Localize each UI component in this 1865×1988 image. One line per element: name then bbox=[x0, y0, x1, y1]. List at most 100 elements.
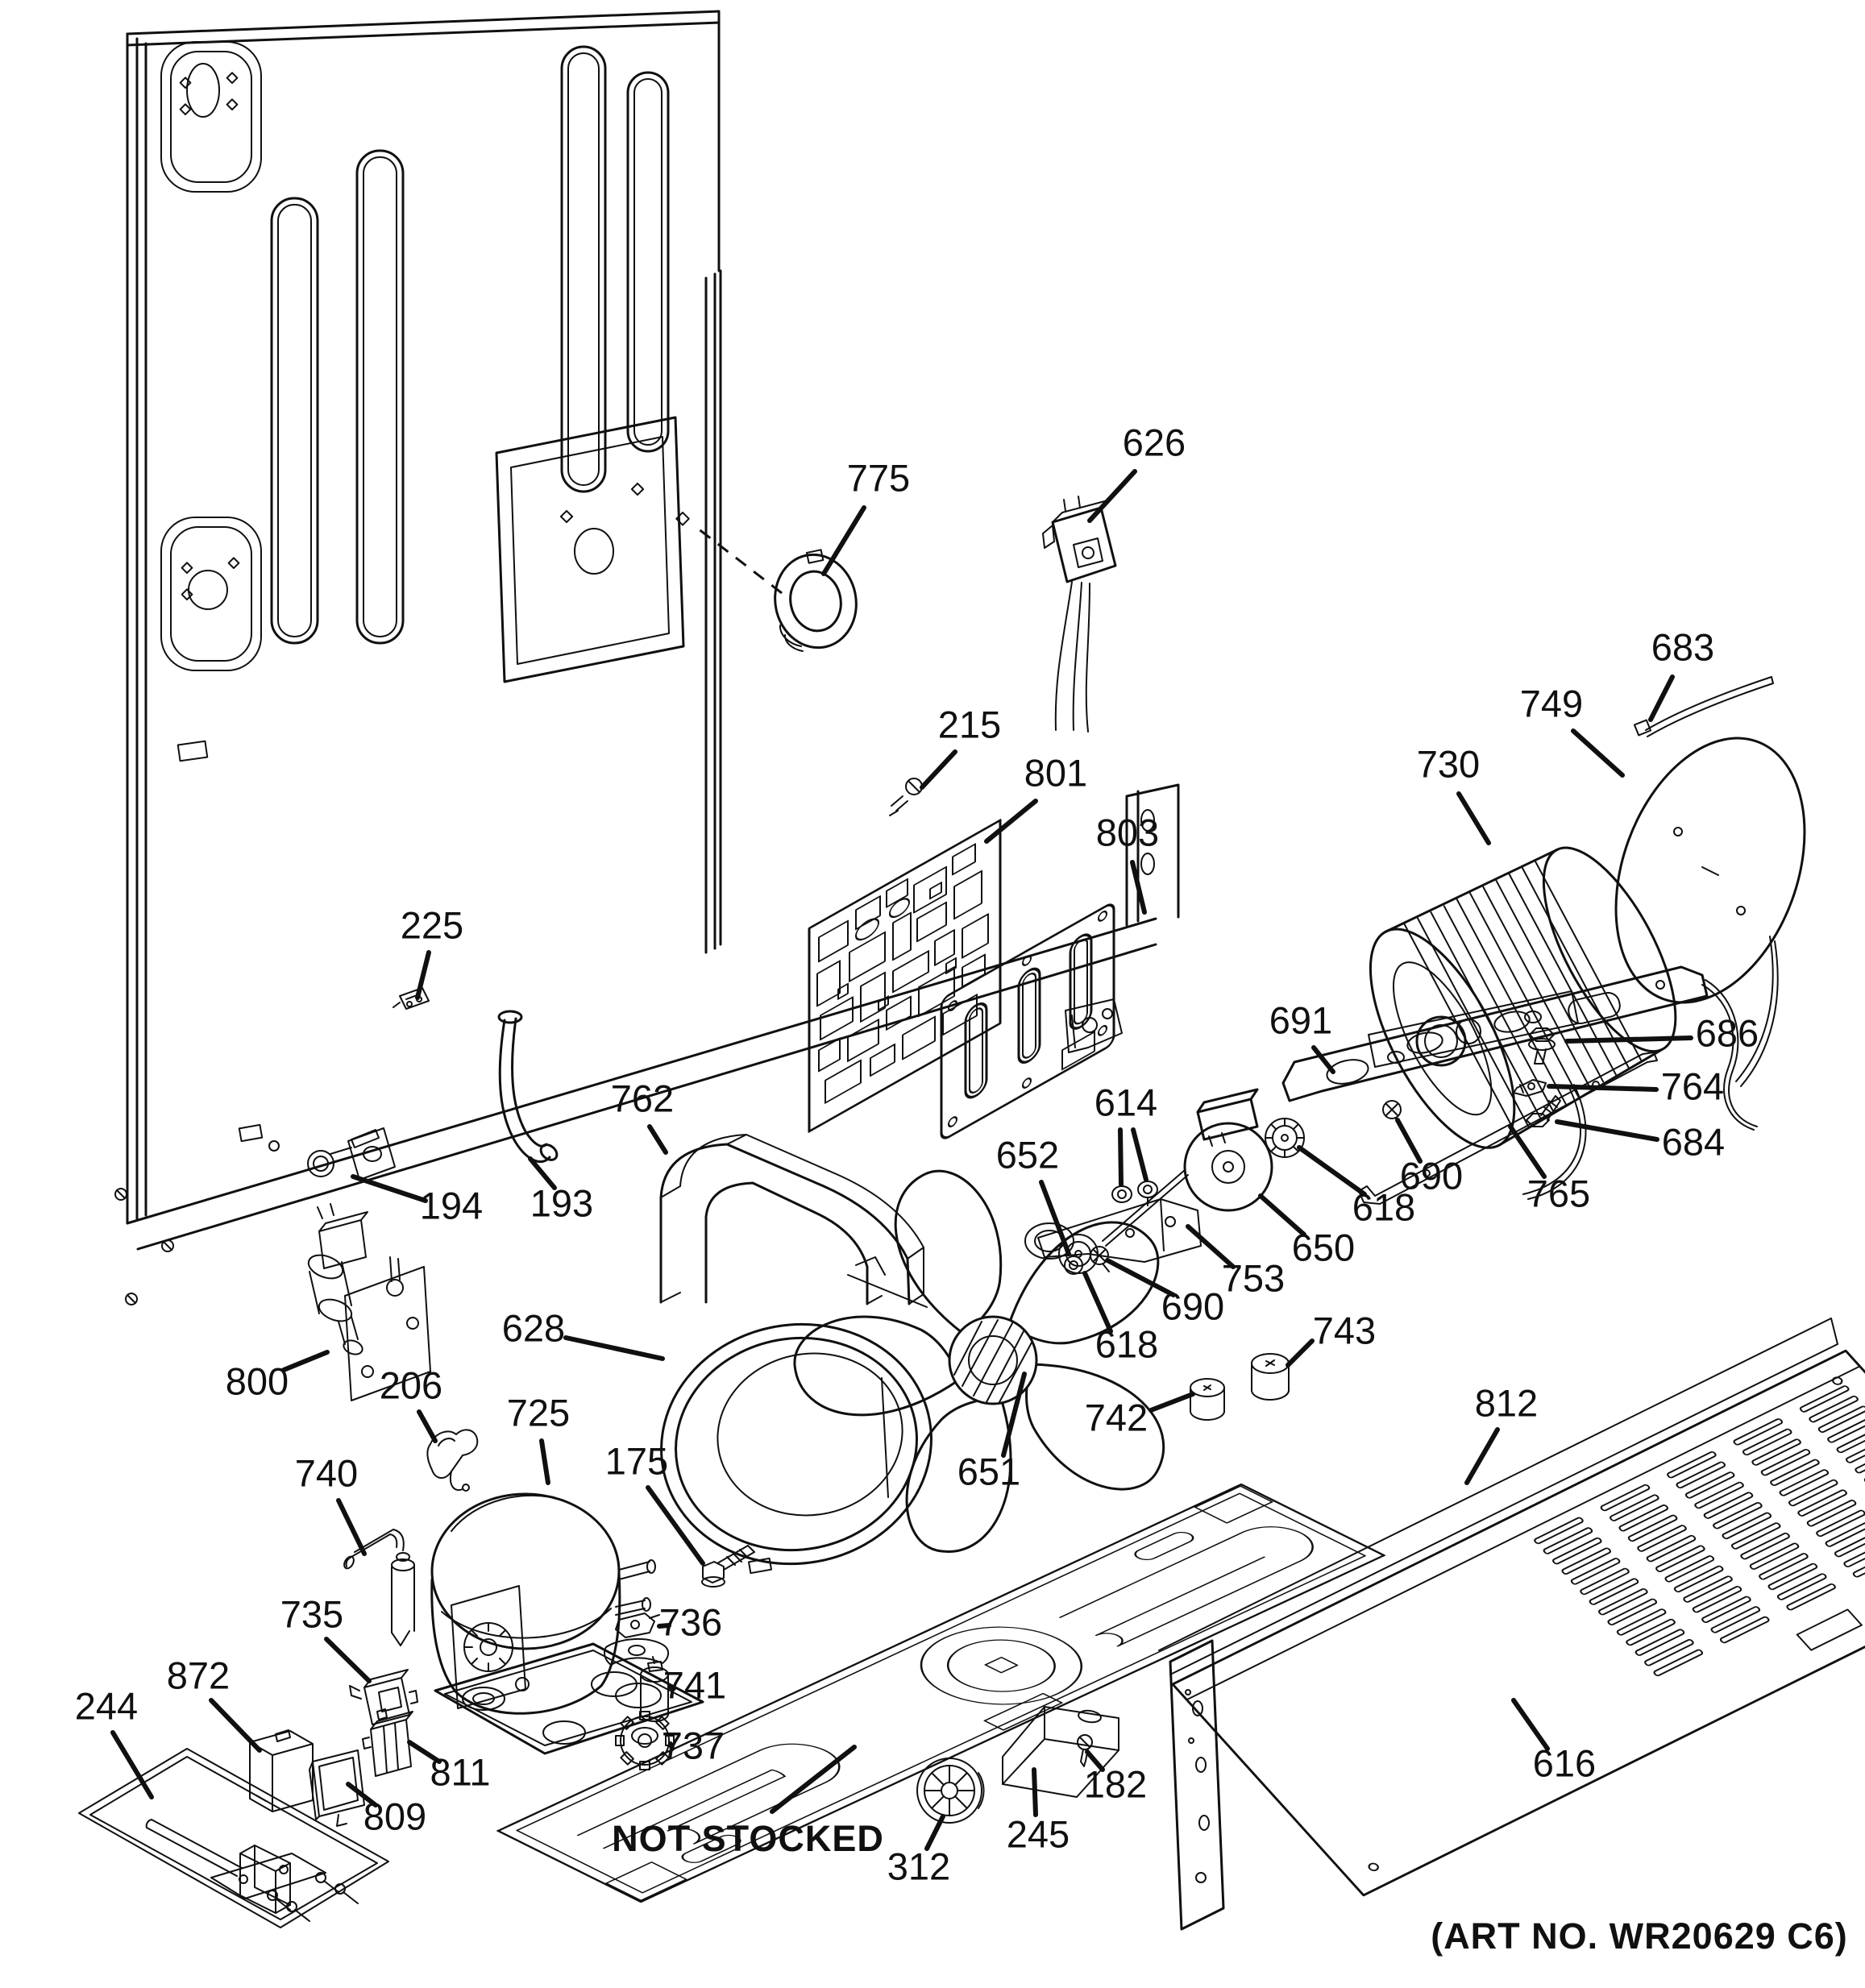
part-label-690: 690 bbox=[1105, 1258, 1224, 1327]
art-no-caption: (ART NO. WR20629 C6) bbox=[1431, 1915, 1848, 1957]
svg-text:762: 762 bbox=[611, 1077, 674, 1119]
svg-text:809: 809 bbox=[363, 1795, 426, 1837]
svg-text:651: 651 bbox=[957, 1450, 1020, 1492]
svg-text:753: 753 bbox=[1222, 1256, 1285, 1299]
condenser-coil-730-drawing bbox=[1368, 846, 1779, 1200]
svg-text:725: 725 bbox=[507, 1391, 570, 1434]
part-label-683: 683 bbox=[1648, 625, 1714, 722]
part-label-725: 725 bbox=[507, 1391, 570, 1485]
svg-text:743: 743 bbox=[1313, 1309, 1376, 1351]
svg-text:618: 618 bbox=[1095, 1322, 1158, 1365]
clamp-bracket-194-drawing bbox=[307, 1127, 396, 1181]
part-label-811: 811 bbox=[407, 1740, 490, 1793]
part-label-775: 775 bbox=[821, 456, 910, 576]
bolt-684-drawing bbox=[1526, 1095, 1561, 1127]
cable-tie-683-drawing bbox=[1633, 676, 1774, 737]
part-label-618: 618 bbox=[1082, 1271, 1158, 1365]
clip-225-drawing bbox=[393, 987, 430, 1010]
damper-742-drawing bbox=[1190, 1378, 1226, 1421]
svg-text:215: 215 bbox=[938, 703, 1001, 745]
svg-text:741: 741 bbox=[663, 1663, 726, 1706]
part-label-749: 749 bbox=[1520, 682, 1625, 778]
svg-text:683: 683 bbox=[1651, 625, 1714, 668]
damper-743-drawing bbox=[1251, 1353, 1290, 1401]
svg-text:801: 801 bbox=[1024, 751, 1087, 794]
overload-735-drawing bbox=[349, 1669, 418, 1725]
fan-bracket-691-drawing bbox=[1281, 965, 1758, 1131]
svg-text:764: 764 bbox=[1661, 1065, 1724, 1107]
grommet-ring-775-drawing bbox=[697, 527, 858, 652]
bolt-175-drawing bbox=[701, 1545, 755, 1587]
svg-text:735: 735 bbox=[280, 1592, 343, 1635]
svg-text:618: 618 bbox=[1352, 1185, 1415, 1228]
part-label-684: 684 bbox=[1555, 1119, 1725, 1163]
part-label-741: 741 bbox=[663, 1663, 726, 1706]
fan-motor-650-drawing bbox=[1102, 1088, 1273, 1247]
part-label-194: 194 bbox=[351, 1174, 483, 1226]
fan-orifice-628-drawing bbox=[660, 1256, 932, 1575]
part-label-737: 737 bbox=[662, 1724, 725, 1766]
svg-text:765: 765 bbox=[1527, 1172, 1590, 1214]
svg-text:225: 225 bbox=[401, 903, 463, 946]
part-label-800: 800 bbox=[226, 1350, 330, 1402]
part-label-809: 809 bbox=[346, 1782, 426, 1837]
part-label-730: 730 bbox=[1417, 742, 1491, 845]
svg-text:194: 194 bbox=[420, 1184, 483, 1226]
part-label-626: 626 bbox=[1087, 421, 1186, 523]
switch-626-drawing bbox=[1042, 496, 1117, 733]
water-valve-800-drawing bbox=[307, 1203, 431, 1401]
part-label-244: 244 bbox=[75, 1684, 154, 1799]
part-label-652: 652 bbox=[996, 1133, 1071, 1256]
part-label-812: 812 bbox=[1464, 1381, 1538, 1485]
svg-text:652: 652 bbox=[996, 1133, 1059, 1176]
part-label-691: 691 bbox=[1269, 998, 1335, 1074]
relay-cover-809-drawing bbox=[309, 1749, 365, 1827]
compressor-725-drawing bbox=[430, 1492, 704, 1755]
bolt-686-drawing bbox=[1528, 1027, 1556, 1065]
part-label-312: 312 bbox=[887, 1814, 950, 1887]
part-label-651: 651 bbox=[957, 1372, 1027, 1492]
svg-text:812: 812 bbox=[1475, 1381, 1538, 1424]
damper-741-drawing bbox=[640, 1656, 670, 1723]
svg-text:206: 206 bbox=[380, 1363, 442, 1406]
svg-text:616: 616 bbox=[1533, 1741, 1596, 1784]
svg-text:740: 740 bbox=[295, 1451, 358, 1494]
svg-text:775: 775 bbox=[847, 456, 910, 499]
svg-text:684: 684 bbox=[1662, 1120, 1725, 1163]
vented-panel-616-drawing bbox=[1171, 1349, 1865, 1897]
mounting-kit-244-drawing bbox=[78, 1748, 389, 1928]
condenser-cover-disc-749-drawing bbox=[1614, 737, 1806, 1004]
fan-duct-762-drawing bbox=[659, 1134, 924, 1305]
part-label-743: 743 bbox=[1286, 1309, 1376, 1368]
clip-764-drawing bbox=[1513, 1079, 1547, 1097]
part-label-614: 614 bbox=[1094, 1081, 1157, 1187]
svg-text:628: 628 bbox=[502, 1306, 565, 1349]
backing-panel-812-drawing bbox=[1158, 1318, 1838, 1931]
svg-text:800: 800 bbox=[226, 1359, 289, 1402]
svg-text:626: 626 bbox=[1123, 421, 1186, 463]
screw-182-drawing bbox=[1077, 1734, 1093, 1767]
main-control-board-801-drawing bbox=[808, 819, 1002, 1133]
capacitor-872-drawing bbox=[249, 1729, 314, 1812]
roller-312-drawing bbox=[916, 1758, 985, 1824]
svg-text:245: 245 bbox=[1007, 1812, 1070, 1855]
base-pan-not-stocked-drawing bbox=[496, 1484, 1386, 1903]
svg-text:730: 730 bbox=[1417, 742, 1480, 785]
svg-text:686: 686 bbox=[1696, 1011, 1759, 1054]
part-label-764: 764 bbox=[1547, 1065, 1724, 1107]
svg-text:312: 312 bbox=[887, 1845, 950, 1887]
svg-text:742: 742 bbox=[1085, 1396, 1148, 1438]
svg-text:690: 690 bbox=[1400, 1154, 1463, 1197]
part-label-740: 740 bbox=[295, 1451, 367, 1556]
part-label-628: 628 bbox=[502, 1306, 665, 1361]
part-label-753: 753 bbox=[1186, 1224, 1285, 1299]
part-label-618: 618 bbox=[1297, 1145, 1415, 1228]
svg-text:872: 872 bbox=[167, 1654, 230, 1696]
clamp-736-drawing bbox=[604, 1612, 669, 1666]
part-label-650: 650 bbox=[1258, 1193, 1355, 1268]
part-label-206: 206 bbox=[380, 1363, 442, 1443]
svg-text:244: 244 bbox=[75, 1684, 138, 1727]
